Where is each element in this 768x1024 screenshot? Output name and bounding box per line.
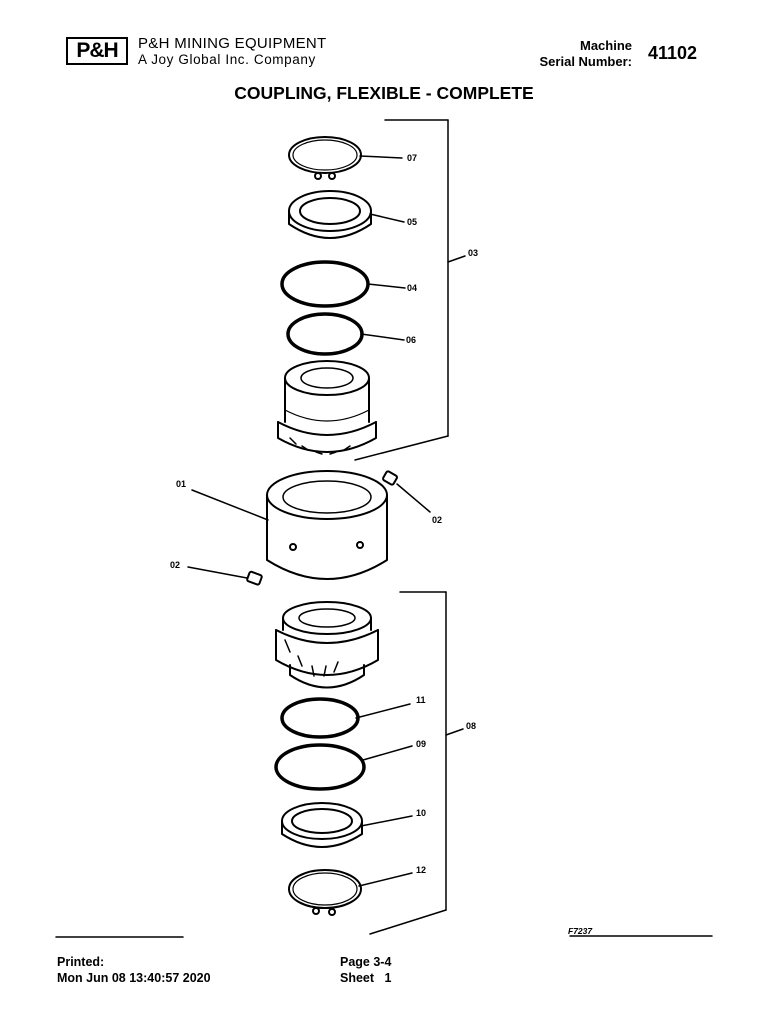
company-logo: P&H [66,37,128,65]
callout-04: 04 [407,283,418,293]
o-ring-06 [286,312,405,356]
page-block: Page 3-4 Sheet 1 [340,954,391,986]
printed-block: Printed: Mon Jun 08 13:40:57 2020 [57,954,211,986]
callout-08: 08 [466,721,477,731]
figure-id: F7237 [568,926,593,936]
retainer-ring-10 [281,802,413,848]
sheet-number: Sheet 1 [340,971,392,985]
serial-label-line1: Machine [579,38,632,53]
retainer-ring-05 [288,190,405,239]
callout-12: 12 [416,865,427,875]
callout-01: 01 [176,479,187,489]
callout-09: 09 [416,739,427,749]
company-name: P&H MINING EQUIPMENT [138,35,327,52]
set-screw-02-left [187,566,263,586]
bracket-08 [369,591,464,935]
o-ring-04 [280,260,406,308]
coupling-sleeve-01 [191,470,388,580]
callout-05: 05 [407,217,418,227]
logo-text: P&H [76,39,118,62]
set-screw-02-right [382,470,431,513]
serial-label-line2: Serial Number: [539,54,632,69]
o-ring-11 [280,697,411,739]
snap-ring-07 [288,136,403,180]
callout-06: 06 [406,335,417,345]
callout-03: 03 [468,248,479,258]
callout-10: 10 [416,808,427,818]
company-block: P&H MINING EQUIPMENT A Joy Global Inc. C… [138,36,327,68]
serial-number-value: 41102 [648,43,698,63]
printed-date: Mon Jun 08 13:40:57 2020 [57,971,211,985]
serial-number-label: Machine Serial Number: [520,38,632,70]
callout-02-right: 02 [432,515,443,525]
hub-upper [277,360,377,455]
hub-lower [275,601,379,689]
callout-11: 11 [416,695,426,705]
callout-02-left: 02 [170,560,181,570]
callout-07: 07 [407,153,418,163]
snap-ring-12 [288,869,413,916]
page-number: Page 3-4 [340,955,392,969]
company-subtitle: A Joy Global Inc. Company [138,52,316,67]
printed-label: Printed: [57,955,105,969]
page-title: COUPLING, FLEXIBLE - COMPLETE [234,83,534,103]
o-ring-09 [274,743,413,791]
bracket-03 [354,119,466,461]
